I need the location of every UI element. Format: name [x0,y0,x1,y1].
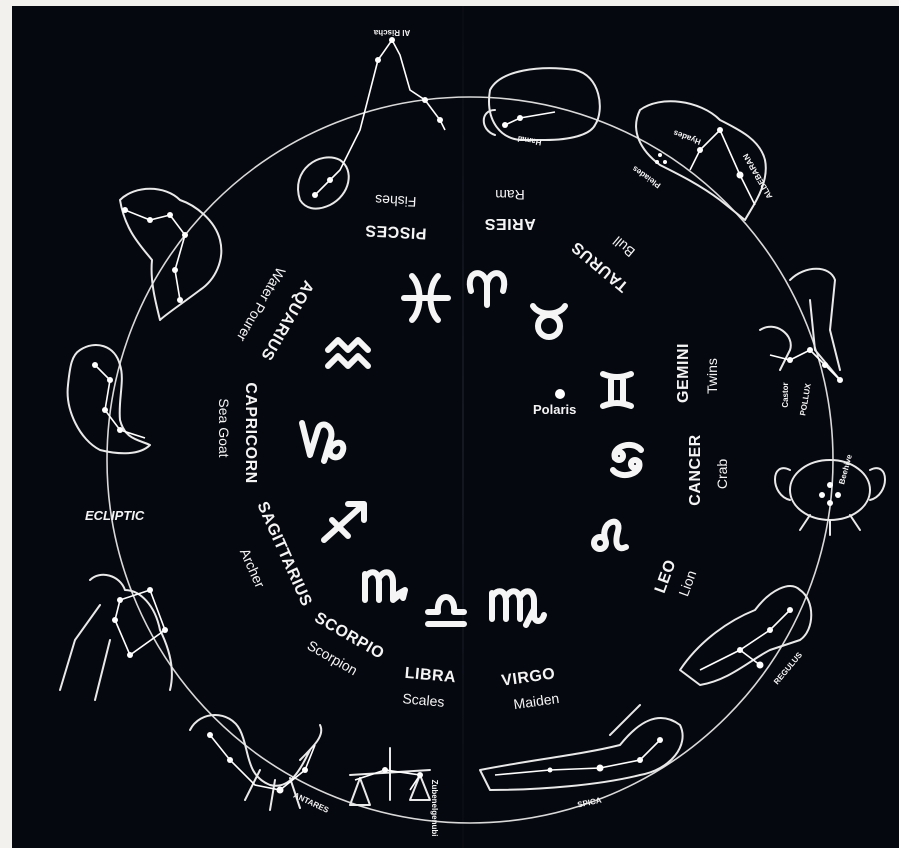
sign-meaning-libra: Scales [402,690,445,710]
sign-name-pisces: PISCES [365,221,427,241]
sign-meaning-capricorn: Sea Goat [216,398,232,457]
sign-meaning-aries: Ram [495,187,525,203]
sign-name-gemini: GEMINI [675,343,692,403]
sign-meaning-gemini: Twins [704,358,720,394]
virgo-glyph-icon [492,591,544,625]
sign-meaning-taurus: Bull [610,233,638,260]
virgo-constellation-icon [480,705,683,790]
scorpio-glyph-icon [365,572,405,600]
star-label-aldebaran: ALDEBARAN [741,152,774,201]
sign-meaning-cancer: Crab [714,459,730,490]
sign-name-libra: LIBRA [404,665,457,686]
sagittarius-glyph-icon [324,504,364,540]
sign-name-cancer: CANCER [687,434,704,505]
aries-glyph-icon [470,273,504,305]
sign-name-sagittarius: SAGITTARIUS [253,499,314,609]
star-label-spica: SPICA [577,796,603,810]
capricornus-constellation-icon [68,345,150,453]
polaris-star [555,389,565,399]
star-label-al-rischa: Al Rischa [373,28,410,37]
pisces-constellation-icon [298,37,445,209]
star-label-hyades: Hyades [672,128,702,146]
star-label-hamal: Hamal [517,134,542,147]
sign-name-virgo: VIRGO [500,665,556,689]
sign-meaning-leo: Lion [675,568,699,598]
star-label-pleiades: Pleiades [630,164,662,190]
sign-name-aries: ARIES [484,215,535,232]
star-label-zubenelgenubi: Zubenelgenubi [430,780,439,837]
sign-meaning-virgo: Maiden [512,690,560,712]
sign-meaning-sagittarius: Archer [237,546,269,590]
ecliptic-label: ECLIPTIC [85,508,145,523]
cancer-glyph-icon [613,445,641,475]
star-label-regulus: REGULUS [772,650,804,686]
libra-constellation-icon [350,748,430,805]
polaris-label: Polaris [533,402,576,417]
taurus-glyph-icon [533,306,565,337]
star-label-pollux: POLLUX [798,382,813,416]
star-label-beehive: Beehive [837,453,854,485]
pisces-glyph-icon [404,276,448,320]
libra-glyph-icon [428,597,464,624]
capricorn-glyph-icon [302,423,343,461]
sign-meaning-pisces: Fishes [375,192,417,210]
gemini-glyph-icon [603,374,631,406]
leo-glyph-icon [594,522,626,549]
sagittarius-constellation-icon [60,575,172,700]
star-label-castor: Castor [781,382,790,407]
aquarius-glyph-icon [328,340,368,366]
cancer-constellation-icon [775,460,885,535]
sign-name-capricorn: CAPRICORN [242,382,259,483]
gemini-constellation-icon [760,269,843,383]
